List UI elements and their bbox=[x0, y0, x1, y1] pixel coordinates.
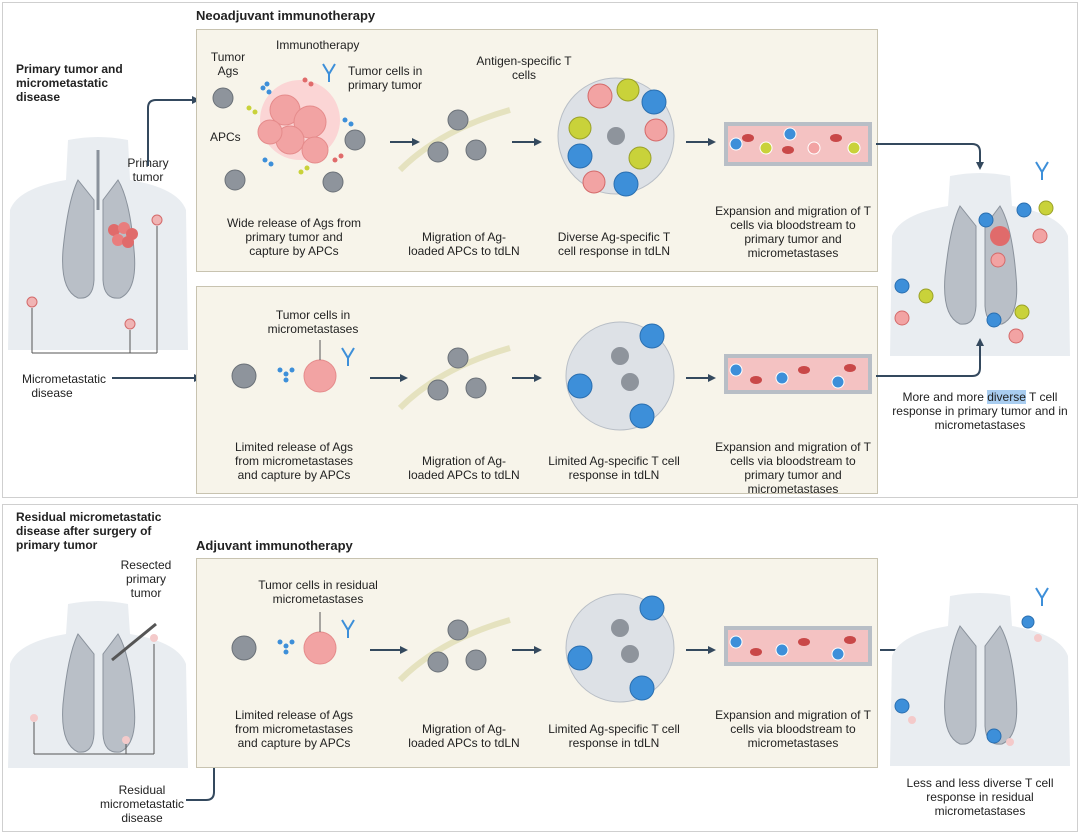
apcs-label: APCs bbox=[210, 130, 241, 144]
bottom-caption-2: Migration of Ag-loaded APCs to tdLN bbox=[408, 454, 520, 482]
top-caption-4: Expansion and migration of T cells via b… bbox=[715, 204, 871, 260]
bottom-caption-1: Limited release of Ags from micrometasta… bbox=[234, 440, 354, 482]
lymph-node-diverse bbox=[557, 77, 675, 197]
residual-disease-label: Residual micrometastatic disease bbox=[99, 783, 185, 825]
arrows-bottom-row bbox=[370, 374, 716, 382]
micromets-tumor-cell bbox=[231, 340, 355, 393]
adjuvant-caption-3: Limited Ag-specific T cell response in t… bbox=[548, 722, 680, 750]
primary-tumor-icon bbox=[108, 222, 138, 248]
arrows-top-row bbox=[390, 138, 716, 146]
lymph-node-limited bbox=[565, 321, 675, 431]
adjuvant-outcome: Less and less diverse T cell response in… bbox=[906, 776, 1054, 818]
adjuvant-caption-2: Migration of Ag-loaded APCs to tdLN bbox=[408, 722, 520, 750]
bottom-caption-3: Limited Ag-specific T cell response in t… bbox=[548, 454, 680, 482]
tumor-cells-primary-label: Tumor cells in primary tumor bbox=[348, 64, 423, 92]
residual-tumor-cell bbox=[231, 612, 355, 665]
blood-vessel-adjuvant bbox=[724, 626, 872, 666]
patient-body-bottom bbox=[8, 601, 188, 768]
apc-migration-top bbox=[397, 107, 511, 173]
apc-migration-adjuvant bbox=[397, 617, 511, 683]
blood-vessel-bottom bbox=[724, 354, 872, 394]
arrow-to-top-row bbox=[147, 96, 200, 166]
patient-body-top bbox=[8, 137, 188, 350]
blood-vessel-top bbox=[724, 122, 872, 166]
arrows-to-outcome-top bbox=[876, 143, 984, 377]
top-caption-3: Diverse Ag-specific T cell response in t… bbox=[557, 230, 671, 258]
immunotherapy-label: Immunotherapy bbox=[276, 38, 360, 52]
outcome-body-top bbox=[890, 161, 1070, 356]
neoadjuvant-outcome: More and more diverse T cell response in… bbox=[884, 390, 1076, 432]
neoadjuvant-side-label: Primary tumor and micrometastatic diseas… bbox=[16, 62, 123, 104]
adjuvant-side-label: Residual micrometastatic disease after s… bbox=[16, 510, 162, 552]
tumor-cells-micromets-label: Tumor cells in micrometastases bbox=[267, 308, 359, 336]
outcome-text-after: T cell response in primary tumor and in … bbox=[892, 390, 1068, 432]
lymph-node-adjuvant bbox=[565, 593, 675, 703]
outcome-text-before: More and more bbox=[902, 390, 988, 404]
outcome-body-bottom bbox=[890, 587, 1070, 766]
arrow-to-bottom-row bbox=[112, 374, 202, 382]
outcome-highlight: diverse bbox=[987, 390, 1026, 404]
tumor-cells-residual-label: Tumor cells in residual micrometastases bbox=[258, 578, 378, 606]
top-caption-2: Migration of Ag-loaded APCs to tdLN bbox=[408, 230, 520, 258]
bottom-caption-4: Expansion and migration of T cells via b… bbox=[715, 440, 871, 496]
adjuvant-caption-4: Expansion and migration of T cells via b… bbox=[715, 708, 871, 750]
arrows-adjuvant-row bbox=[370, 646, 918, 654]
micrometastatic-label: Micrometastatic disease bbox=[22, 372, 107, 400]
top-caption-1: Wide release of Ags from primary tumor a… bbox=[226, 216, 362, 258]
micrometastasis-markers bbox=[26, 214, 163, 354]
adjuvant-caption-1: Limited release of Ags from micrometasta… bbox=[234, 708, 354, 750]
antigen-specific-t-cells-label: Antigen-specific T cells bbox=[476, 54, 572, 82]
apc-migration-bottom bbox=[397, 345, 511, 411]
neoadjuvant-title: Neoadjuvant immunotherapy bbox=[196, 8, 376, 23]
primary-tumor-cluster bbox=[212, 63, 366, 193]
tumor-ags-label: Tumor Ags bbox=[210, 50, 246, 78]
resected-tumor-label: Resected primary tumor bbox=[120, 558, 172, 600]
adjuvant-title: Adjuvant immunotherapy bbox=[196, 538, 353, 553]
